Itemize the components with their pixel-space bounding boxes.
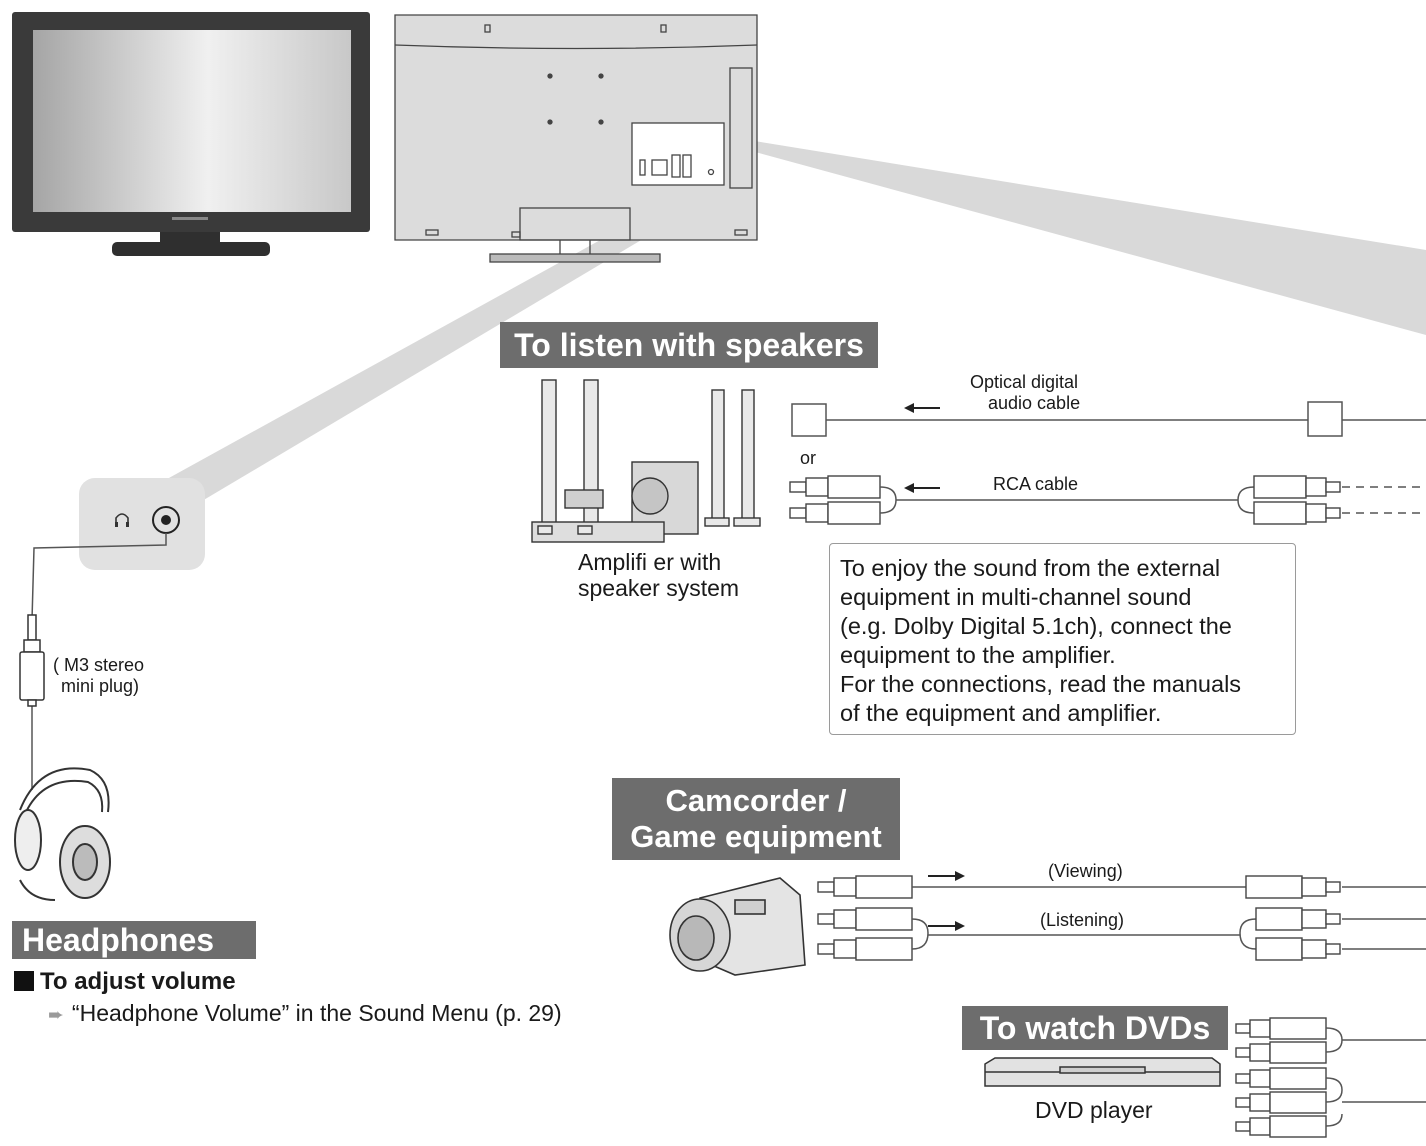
arrow-right-icon: ➨: [48, 1005, 64, 1026]
rca-dashed-continuation: [1342, 486, 1426, 514]
optical-cable-label-line1: Optical digital: [970, 372, 1079, 392]
rca-direction-arrow: [904, 483, 940, 493]
note-line: (e.g. Dolby Digital 5.1ch), connect the: [840, 613, 1232, 639]
viewing-label: (Viewing): [1048, 861, 1123, 881]
mini-plug-label-line1: ( M3 stereo: [53, 655, 145, 675]
tv-rear-illustration: [394, 14, 758, 263]
camcorder-title-line1: Camcorder /: [665, 783, 847, 818]
dvd-section-title: To watch DVDs: [962, 1006, 1228, 1050]
viewing-arrow: [928, 871, 965, 881]
dvd-plugs: [1235, 1017, 1327, 1138]
note-line: For the connections, read the manuals: [840, 671, 1242, 697]
multichannel-sound-note: To enjoy the sound from the external equ…: [829, 543, 1296, 735]
camcorder-title-line2: Game equipment: [630, 819, 882, 854]
rca-cable-label: RCA cable: [993, 474, 1079, 494]
speakers-section-title: To listen with speakers: [500, 322, 878, 368]
note-line: equipment to the amplifier.: [840, 642, 1116, 668]
camcorder-right-plugs: [1245, 875, 1341, 961]
tv-front-illustration: [12, 12, 370, 256]
camcorder-section-title: Camcorder / Game equipment: [612, 778, 900, 860]
dvd-player-illustration: [984, 1057, 1221, 1087]
adjust-volume-text: To adjust volume: [40, 968, 236, 995]
note-line: To enjoy the sound from the external: [840, 555, 1221, 581]
square-bullet-icon: [14, 971, 34, 991]
listening-label: (Listening): [1040, 910, 1125, 930]
headphones-illustration: [14, 767, 111, 901]
note-line: equipment in multi-channel sound: [840, 584, 1192, 610]
headphone-jack-panel: [79, 478, 205, 570]
rca-cable-right-plugs: [1253, 475, 1341, 525]
beam-to-headphone-jack: [120, 185, 712, 520]
adjust-volume-heading: To adjust volume: [14, 968, 236, 996]
beam-to-terminal-panel: [748, 140, 1426, 335]
dvd-player-label: DVD player: [1035, 1097, 1153, 1123]
dvd-wires: [1325, 1027, 1426, 1127]
headphones-section-title: Headphones: [12, 921, 256, 959]
rca-cable-wire: [879, 486, 1255, 514]
camcorder-left-plugs: [817, 875, 913, 961]
rca-cable-left-plugs: [789, 475, 881, 525]
optical-cable-label-line2: audio cable: [988, 393, 1081, 413]
instruction-text: “Headphone Volume” in the Sound Menu (p.…: [71, 1000, 562, 1026]
camcorder-wires: [911, 886, 1426, 950]
note-line: of the equipment and amplifier.: [840, 700, 1162, 726]
mini-plug-label-line2: mini plug): [61, 676, 140, 696]
optical-direction-arrow: [904, 403, 940, 413]
listening-arrow: [928, 921, 965, 931]
headphone-cable: [31, 533, 167, 790]
mini-plug-illustration: [19, 614, 45, 707]
or-label: or: [800, 448, 817, 468]
optical-cable: [791, 401, 1426, 437]
amplifier-label-line1: Amplifi er with: [578, 549, 722, 575]
amplifier-label-line2: speaker system: [578, 575, 740, 601]
headphone-volume-instruction: ➨ “Headphone Volume” in the Sound Menu (p…: [48, 1000, 562, 1027]
speaker-system-illustration: [531, 379, 761, 543]
camcorder-illustration: [669, 877, 806, 976]
